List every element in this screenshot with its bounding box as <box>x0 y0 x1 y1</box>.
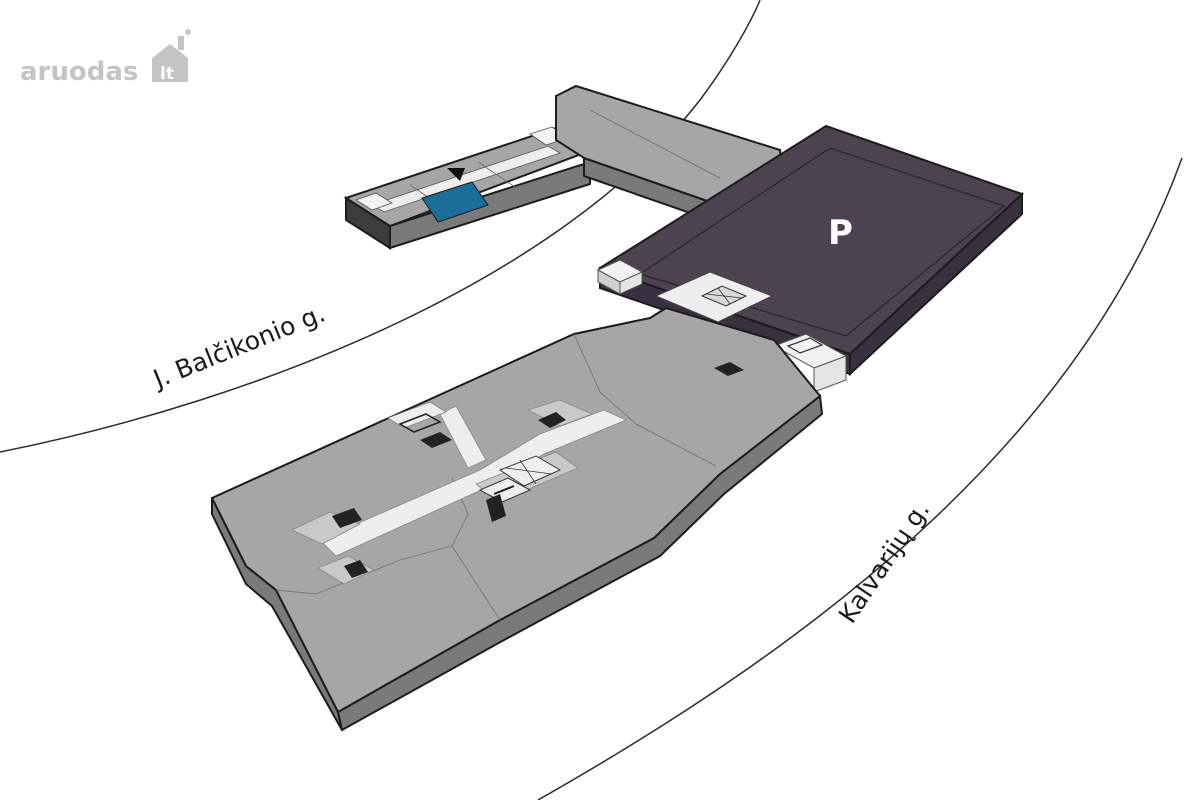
main-building <box>210 306 824 732</box>
street-label-north: J. Balčikonio g. <box>148 298 330 394</box>
logo: aruodas lt <box>20 29 191 87</box>
logo-brand: aruodas <box>20 57 138 87</box>
logo-tld: lt <box>160 64 174 84</box>
connector-wing <box>555 84 808 224</box>
parking-label: P <box>828 213 853 253</box>
street-label-east: Kalvarijų g. <box>833 496 935 628</box>
street-line-east <box>537 157 1183 800</box>
parking-area: P <box>596 124 1024 393</box>
corridor <box>319 409 628 557</box>
down-triangle-icon <box>447 168 465 181</box>
house-chimney-icon <box>152 29 191 82</box>
street-line-north <box>0 0 761 453</box>
highlighted-unit <box>421 181 489 223</box>
